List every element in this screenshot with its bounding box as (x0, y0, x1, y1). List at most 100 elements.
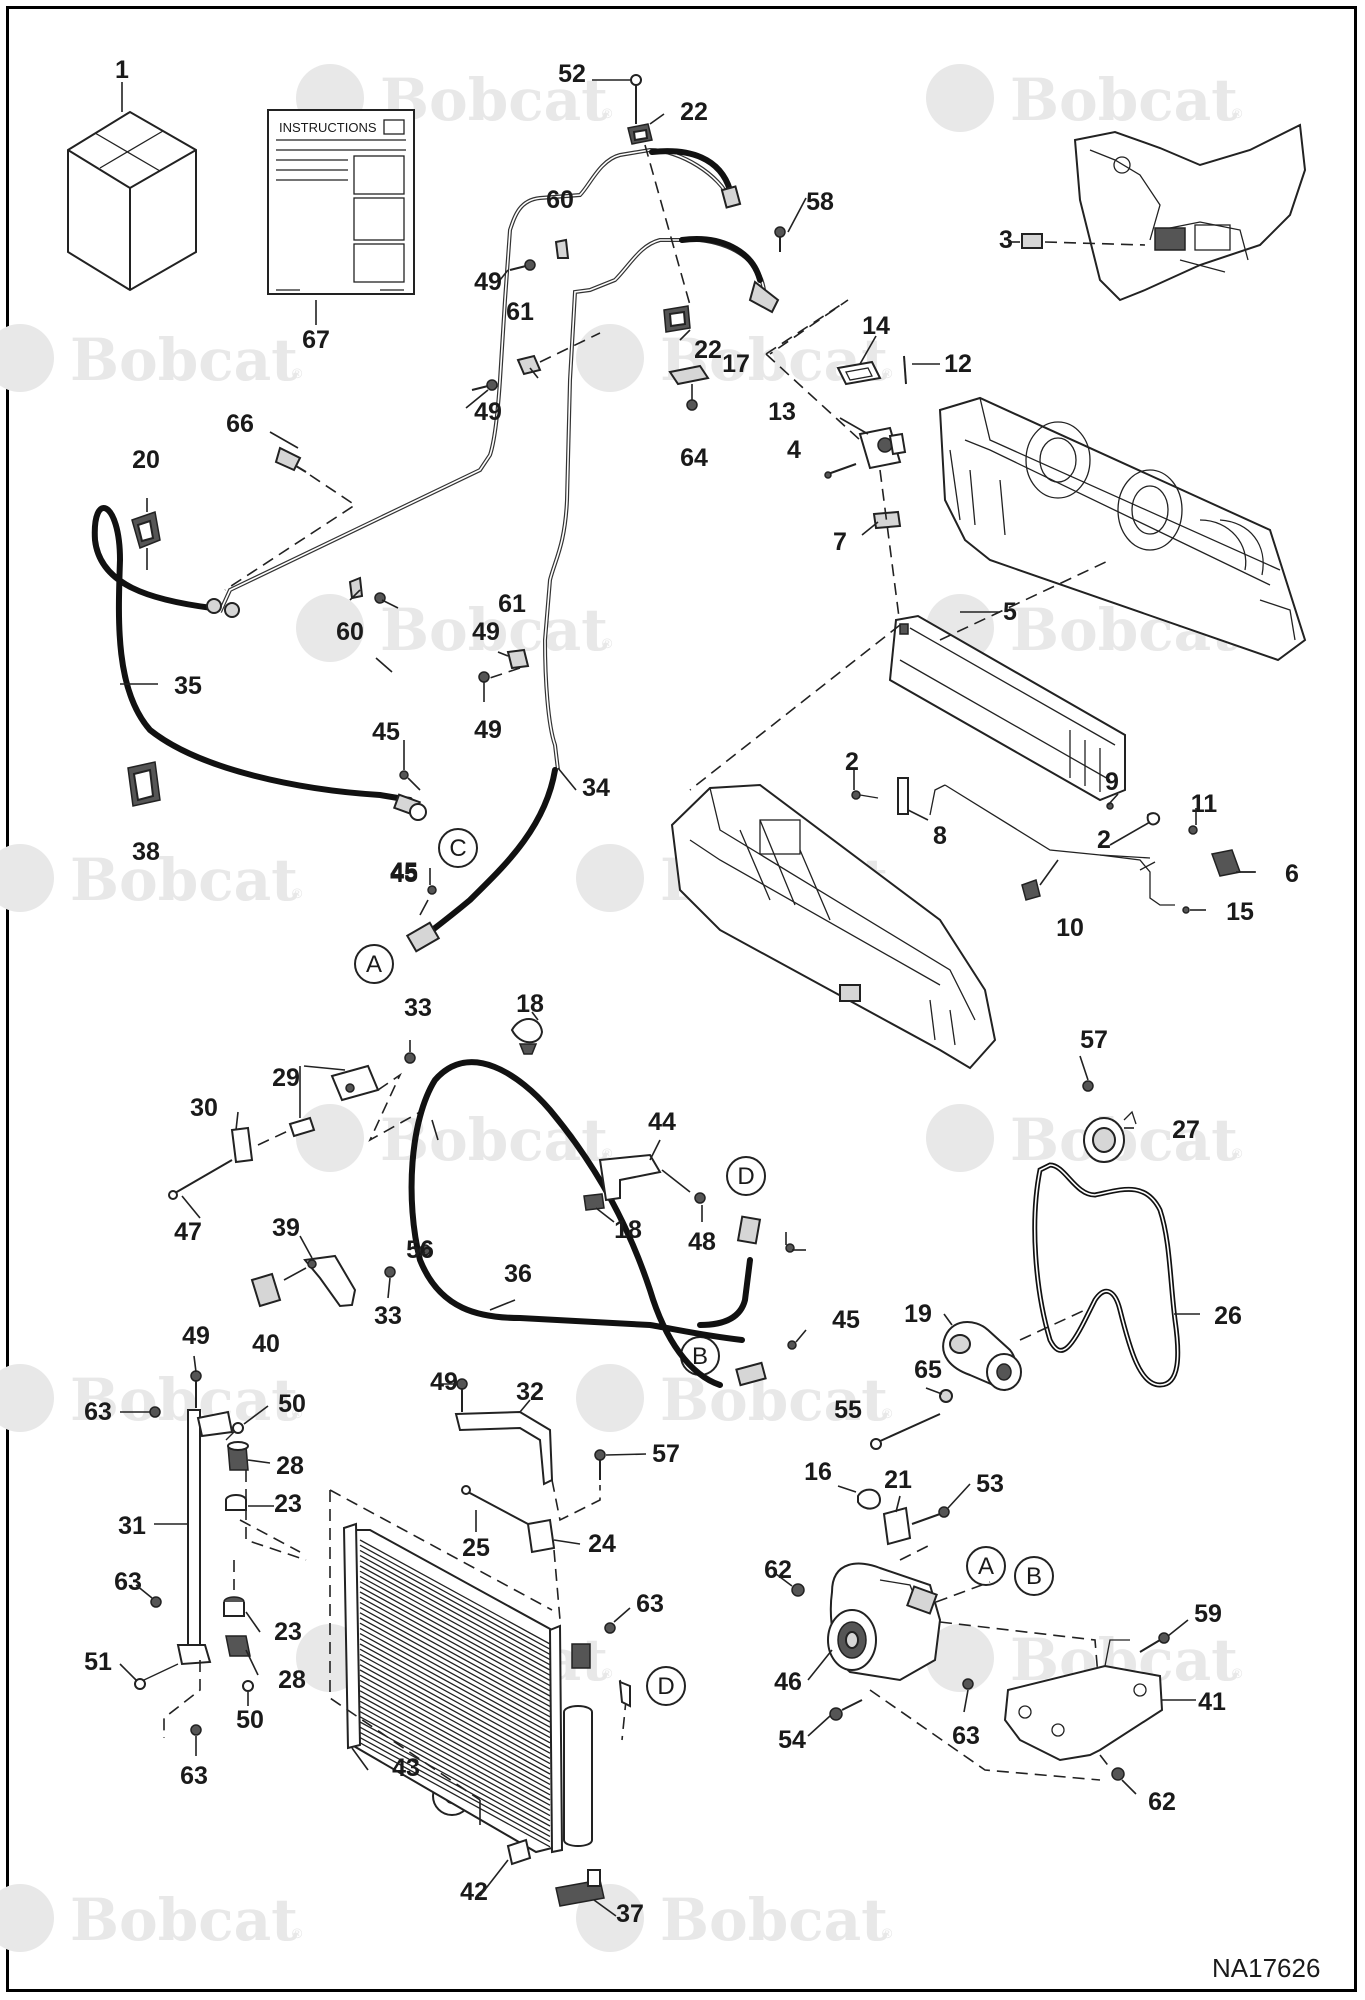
callout-63: 63 (114, 1568, 142, 1596)
part-clip-61-mid (506, 648, 530, 670)
watermark-registered: ® (602, 105, 613, 121)
part-screw-56 (419, 1244, 431, 1256)
callout-62: 62 (1148, 1788, 1176, 1816)
part-bolt-57-upper (1082, 1080, 1094, 1092)
part-bracket-24 (526, 1518, 556, 1554)
callout-53: 53 (976, 1470, 1004, 1498)
part-switch-66 (274, 446, 307, 473)
instructions-label: INSTRUCTIONS (279, 120, 377, 135)
callout-55: 55 (834, 1396, 862, 1424)
part-screw-50-a (225, 1422, 244, 1441)
watermark-bobcat-icon (926, 64, 994, 132)
part-clip-16 (857, 1488, 882, 1510)
watermark-registered: ® (882, 1405, 893, 1421)
callout-59: 59 (1194, 1600, 1222, 1628)
watermark-text: Bobcat (380, 596, 608, 664)
leader-3 (1044, 241, 1146, 246)
callout-45: 45 (372, 718, 400, 746)
callout-4: 4 (787, 436, 801, 464)
watermark-text: Bobcat (380, 66, 608, 134)
part-clip-3 (1021, 233, 1043, 249)
callout-9: 9 (1105, 768, 1119, 796)
fitting-d-lower (618, 1680, 631, 1708)
condenser-fin (359, 1549, 551, 1655)
part-bolt-54 (829, 1699, 863, 1721)
part-condenser-43 (342, 1522, 564, 1854)
condenser-fin (359, 1555, 551, 1661)
callout-49: 49 (474, 716, 502, 744)
connection-letter-a: A (366, 951, 382, 978)
fitting-tube-elbow (206, 598, 240, 618)
watermark-registered: ® (602, 635, 613, 651)
condenser-fin (359, 1643, 551, 1749)
watermark-bobcat-icon (0, 1884, 54, 1952)
part-screw-50-b (242, 1680, 254, 1692)
condenser-fin (359, 1601, 551, 1707)
callout-24: 24 (588, 1530, 616, 1558)
callout-60: 60 (546, 186, 574, 214)
watermark-registered: ® (292, 885, 303, 901)
leader-29b (303, 1065, 346, 1071)
condenser-fin (359, 1690, 551, 1796)
part-washer-65 (939, 1389, 953, 1403)
leader-31-bottom (163, 1660, 201, 1738)
watermark-bobcat-icon (0, 1364, 54, 1432)
leader-valve-c (765, 353, 861, 441)
leader-compressor-bottom (869, 1689, 1101, 1781)
condenser-fin (359, 1539, 551, 1645)
watermark-registered: ® (1232, 1665, 1243, 1681)
part-clamp-42 (506, 1838, 532, 1866)
part-valve-13 (858, 426, 907, 470)
callout-47: 47 (174, 1218, 202, 1246)
part-bolt-59 (1139, 1632, 1170, 1653)
part-spacer-29 (288, 1116, 316, 1138)
part-instructions-sheet (267, 109, 415, 295)
callout-29: 29 (272, 1064, 300, 1092)
callout-66: 66 (226, 410, 254, 438)
watermark-bobcat-icon (296, 594, 364, 662)
part-pin-12 (903, 355, 907, 385)
connection-circle-d (726, 1156, 766, 1196)
leader-43-left (329, 1490, 481, 1801)
leader-33 (368, 1072, 421, 1142)
watermark-registered: ® (292, 365, 303, 381)
leader-21 (899, 1544, 931, 1561)
leader-10 (1039, 859, 1059, 886)
callout-6: 6 (1285, 860, 1299, 888)
condenser-fin (359, 1653, 551, 1759)
condenser-fin (359, 1685, 551, 1791)
connection-circle-d (646, 1666, 686, 1706)
watermark-registered: ® (292, 1925, 303, 1941)
callout-14: 14 (862, 312, 890, 340)
part-bracket-29 (330, 1064, 380, 1102)
fitting-tube-end (720, 185, 742, 209)
watermark-text: Bobcat (660, 1886, 888, 1954)
part-clip-2-b (1146, 812, 1161, 826)
leader-61-mid (489, 667, 521, 679)
condenser-fin (359, 1565, 551, 1671)
part-compressor-46 (827, 1562, 942, 1682)
condenser-fin (359, 1591, 551, 1697)
callout-23: 23 (274, 1490, 302, 1518)
part-bolt-57-lower (594, 1449, 606, 1480)
part-bracket-39 (303, 1254, 357, 1308)
callout-63: 63 (84, 1398, 112, 1426)
condenser-fin (359, 1648, 551, 1754)
callout-19: 19 (904, 1300, 932, 1328)
part-idler-27 (1083, 1110, 1137, 1163)
part-clip-7 (872, 510, 902, 530)
connection-circle-b (1014, 1556, 1054, 1596)
callout-30: 30 (190, 1094, 218, 1122)
callout-62: 62 (764, 1556, 792, 1584)
leader-23a (239, 1519, 301, 1553)
watermark-text: Bobcat (70, 846, 298, 914)
part-nut-64 (686, 399, 698, 411)
watermark-text: Bobcat (1010, 66, 1238, 134)
part-belt-26 (1032, 1162, 1181, 1388)
condenser-fin (359, 1705, 551, 1811)
part-bracket-21 (882, 1506, 912, 1546)
callout-54: 54 (778, 1726, 806, 1754)
part-grommet-23-a (225, 1494, 247, 1511)
callout-2: 2 (1097, 826, 1111, 854)
watermark-bobcat-icon (576, 844, 644, 912)
